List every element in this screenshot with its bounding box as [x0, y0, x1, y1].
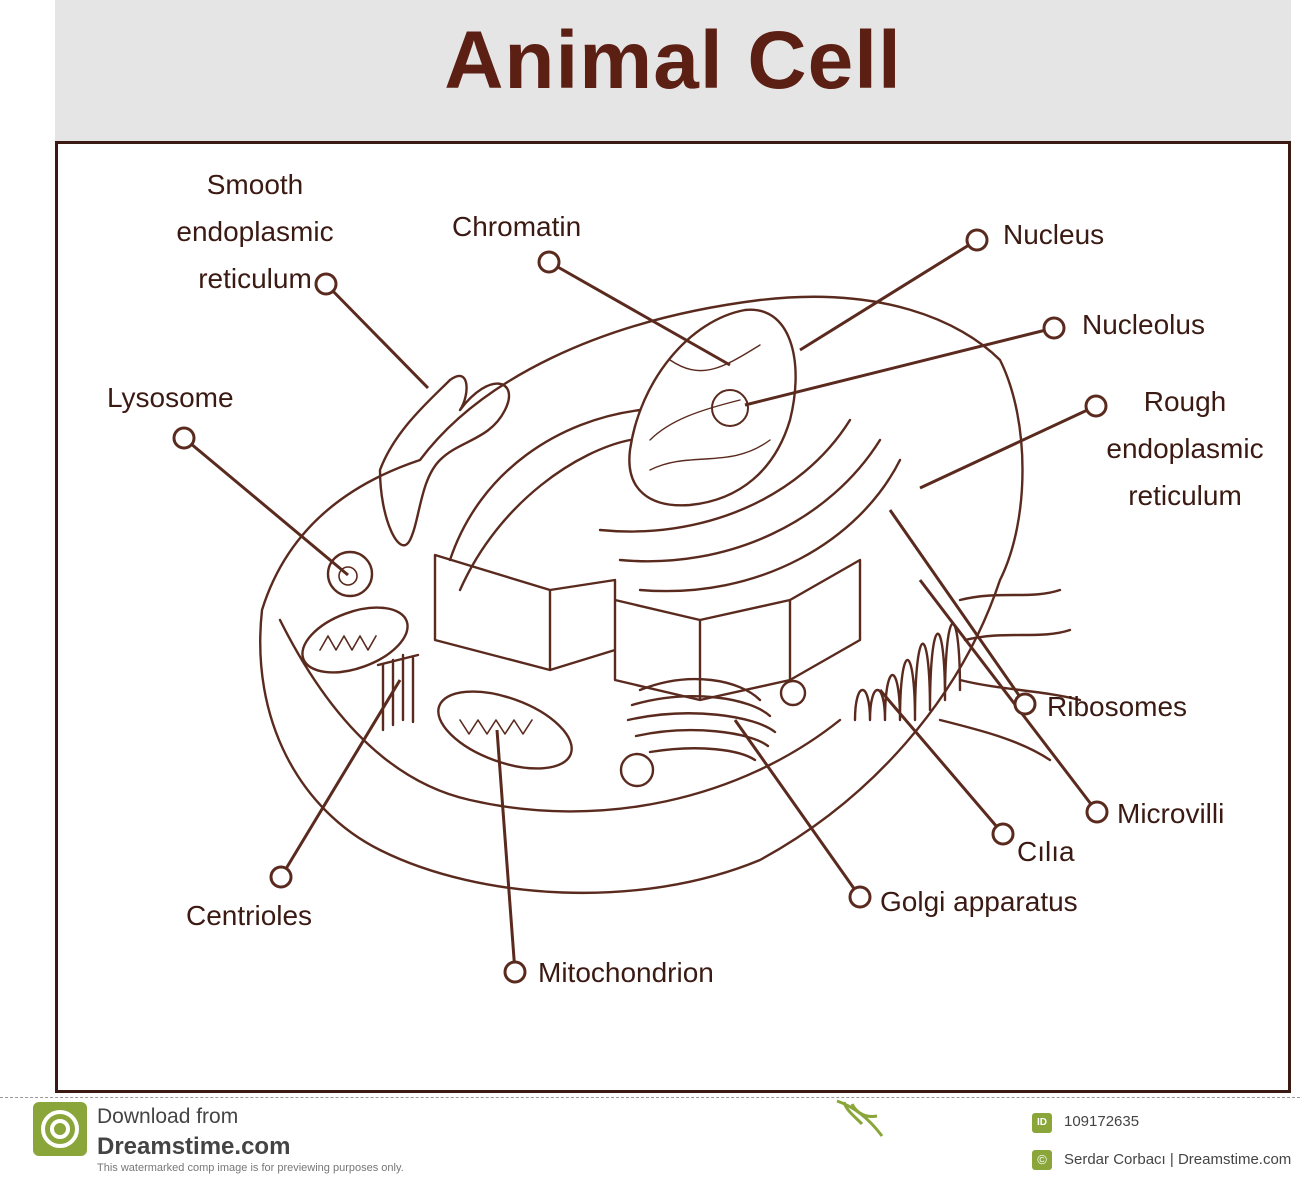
- terminal-rough-er: [1084, 394, 1108, 418]
- page-title: Animal Cell: [444, 15, 902, 106]
- leader-nucleus: [799, 238, 978, 352]
- watermark-note: This watermarked comp image is for previ…: [97, 1162, 404, 1174]
- leader-mitochondrion: [495, 729, 517, 973]
- terminal-nucleolus: [1042, 316, 1066, 340]
- terminal-nucleus: [965, 228, 989, 252]
- diagram-frame: [55, 0, 1291, 1093]
- leaf-icon: [836, 1099, 884, 1137]
- leader-centrioles: [279, 679, 402, 878]
- cell-membrane: [259, 295, 1024, 894]
- leader-smooth-er: [324, 282, 430, 390]
- watermark-footer: [0, 1097, 1300, 1187]
- label-mitochondrion: Mitochondrion: [538, 957, 714, 988]
- label-microvilli: Microvilli: [1117, 798, 1225, 829]
- label-chromatin: Chromatin: [452, 211, 582, 242]
- leader-ribosomes: [888, 509, 1027, 705]
- cell-membrane-inner: [278, 618, 842, 813]
- dreamstime-logo-icon: [33, 1102, 87, 1156]
- label-lysosome: Lysosome: [107, 382, 234, 413]
- leader-chromatin: [548, 260, 731, 367]
- leader-golgi: [733, 719, 862, 898]
- terminal-chromatin: [537, 250, 561, 274]
- cilia-shape: [938, 588, 1082, 762]
- rough-er-shape: [448, 408, 902, 593]
- mitochondrion-small: [301, 606, 409, 674]
- watermark-site-name: Dreamstime.com: [97, 1133, 291, 1160]
- title-band: [55, 0, 1291, 144]
- copyright-icon: ©: [1032, 1150, 1052, 1170]
- terminal-mitochondrion: [503, 960, 527, 984]
- leader-nucleolus: [744, 326, 1055, 407]
- lysosome-shape: [326, 550, 374, 598]
- label-golgi: Golgi apparatus: [880, 886, 1078, 917]
- label-nucleolus: Nucleolus: [1082, 309, 1205, 340]
- cell-diagram: [172, 228, 1109, 984]
- terminal-lysosome: [172, 426, 196, 450]
- terminal-golgi: [848, 885, 872, 909]
- smooth-er-shape: [378, 374, 511, 547]
- golgi-shape: [626, 677, 777, 762]
- watermark-image-id: 109172635: [1064, 1113, 1140, 1130]
- leader-microvilli: [918, 579, 1099, 813]
- terminal-smooth-er: [314, 272, 338, 296]
- leader-cilia: [878, 689, 1005, 835]
- label-smooth-er: Smooth endoplasmic reticulum: [176, 169, 334, 294]
- watermark-credit: Serdar Corbacı | Dreamstime.com: [1064, 1151, 1292, 1168]
- centrioles-shape: [376, 653, 420, 732]
- watermark-download-text: Download from: [97, 1105, 239, 1128]
- leader-rough-er: [919, 404, 1097, 490]
- label-ribosomes: Ribosomes: [1047, 691, 1188, 722]
- terminal-microvilli: [1085, 800, 1109, 824]
- label-rough-er: Rough endoplasmic reticulum: [1106, 386, 1264, 511]
- microvilli-shape: [853, 622, 962, 722]
- mitochondrion-shape: [437, 690, 573, 770]
- terminal-centrioles: [269, 865, 293, 889]
- label-cilia: Cılıa: [1017, 836, 1075, 867]
- terminal-cilia: [991, 822, 1015, 846]
- label-centrioles: Centrioles: [186, 900, 313, 931]
- leader-lysosome: [183, 436, 349, 577]
- footer-divider: [0, 1097, 1300, 1098]
- nucleolus-shape: [711, 389, 749, 427]
- id-badge-icon: ID: [1032, 1113, 1052, 1133]
- terminal-ribosomes: [1013, 692, 1037, 716]
- label-nucleus: Nucleus: [1003, 219, 1105, 250]
- nucleus-shape: [628, 308, 797, 507]
